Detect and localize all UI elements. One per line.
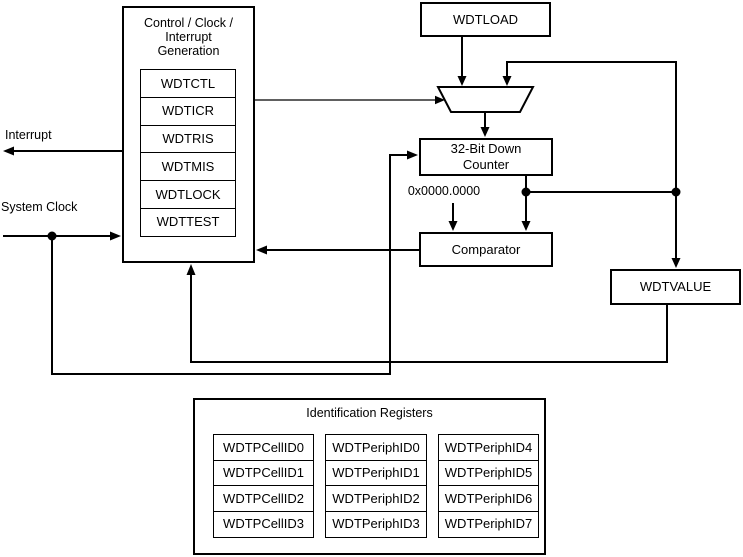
register-wdtperiphid5: WDTPeriphID5 [438, 459, 539, 487]
register-wdtpcellid2: WDTPCellID2 [213, 485, 314, 512]
feedback-mux-arrowhead [502, 76, 512, 86]
feedback-to-mux-line [506, 61, 677, 192]
clock-junction-dot [47, 231, 57, 241]
control-title-line2: Interrupt [165, 30, 212, 44]
wdtvalue-in-arrowhead [671, 258, 681, 268]
interrupt-arrowhead [3, 146, 14, 156]
register-wdtperiphid6: WDTPeriphID6 [438, 485, 539, 512]
down-counter-box: 32-Bit Down Counter [419, 138, 553, 176]
control-title-line1: Control / Clock / [144, 16, 233, 30]
control-mux-arrowhead [435, 95, 445, 105]
register-wdtmis: WDTMIS [140, 152, 236, 182]
register-wdtperiphid1: WDTPeriphID1 [325, 459, 427, 487]
comparator-box: Comparator [419, 232, 553, 267]
interrupt-label: Interrupt [5, 128, 52, 142]
clock-to-counter-line [51, 154, 410, 375]
clock-counter-arrowhead [407, 150, 418, 160]
register-wdtpcellid0: WDTPCellID0 [213, 434, 314, 461]
control-block: Control / Clock / Interrupt Generation W… [122, 6, 255, 263]
identification-registers-box: Identification Registers WDTPCellID0 WDT… [193, 398, 546, 555]
register-wdtperiphid7: WDTPeriphID7 [438, 510, 539, 538]
counter-comparator-arrowhead [521, 221, 531, 231]
zero-value-label: 0x0000.0000 [407, 184, 481, 198]
counter-label-line2: Counter [462, 157, 510, 172]
control-block-title: Control / Clock / Interrupt Generation [124, 16, 253, 58]
register-wdtctl: WDTCTL [140, 69, 236, 99]
register-wdtpcellid1: WDTPCellID1 [213, 459, 314, 487]
id-column-periph0-3: WDTPeriphID0 WDTPeriphID1 WDTPeriphID2 W… [325, 434, 427, 538]
wdtload-box: WDTLOAD [420, 2, 551, 37]
mux-counter-arrowhead [480, 127, 490, 137]
counter-label-line1: 32-Bit Down [450, 141, 522, 156]
mux-shape [436, 86, 535, 113]
zero-comparator-arrowhead [448, 221, 458, 231]
comparator-control-arrowhead [256, 245, 267, 255]
wdtload-mux-arrowhead [457, 76, 467, 86]
counter-junction-dot [521, 187, 531, 197]
identification-title: Identification Registers [306, 406, 433, 420]
wdtvalue-label: WDTVALUE [639, 279, 712, 294]
control-title-line3: Generation [157, 44, 220, 58]
register-wdtperiphid2: WDTPeriphID2 [325, 485, 427, 512]
register-wdtperiphid0: WDTPeriphID0 [325, 434, 427, 461]
wdtload-label: WDTLOAD [453, 11, 518, 27]
register-wdtris: WDTRIS [140, 124, 236, 154]
register-wdttest: WDTTEST [140, 207, 236, 237]
register-wdticr: WDTICR [140, 96, 236, 126]
register-wdtperiphid4: WDTPeriphID4 [438, 434, 539, 461]
id-column-pcell: WDTPCellID0 WDTPCellID1 WDTPCellID2 WDTP… [213, 434, 314, 538]
control-register-list: WDTCTL WDTICR WDTRIS WDTMIS WDTLOCK WDTT… [140, 69, 236, 237]
comparator-label: Comparator [451, 241, 521, 257]
register-wdtpcellid3: WDTPCellID3 [213, 510, 314, 538]
register-wdtlock: WDTLOCK [140, 180, 236, 210]
register-wdtperiphid3: WDTPeriphID3 [325, 510, 427, 538]
system-clock-arrowhead [110, 231, 121, 241]
value-junction-dot [671, 187, 681, 197]
wdtvalue-box: WDTVALUE [610, 269, 741, 305]
system-clock-label: System Clock [1, 200, 78, 214]
id-column-periph4-7: WDTPeriphID4 WDTPeriphID5 WDTPeriphID6 W… [438, 434, 539, 538]
wdtvalue-to-control-line [190, 272, 668, 363]
wdtvalue-control-arrowhead [186, 264, 196, 275]
